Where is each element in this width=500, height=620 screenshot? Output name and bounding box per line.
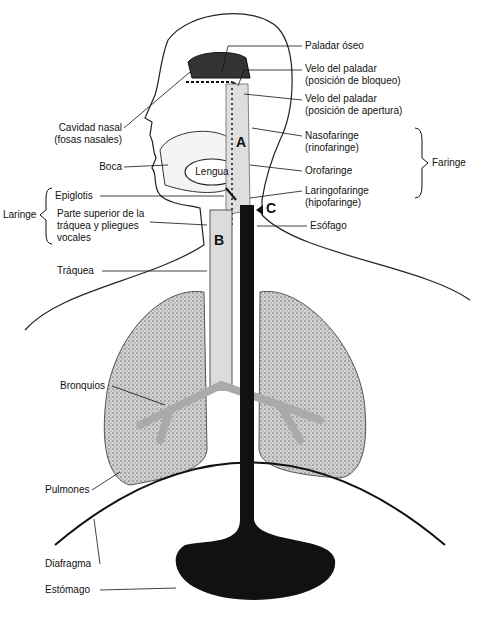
pharynx [226, 84, 250, 215]
esophagus [240, 205, 254, 525]
part-label: Parte superior de la tráquea y pliegues … [57, 208, 147, 244]
bronchi [140, 385, 320, 440]
part-label: Esófago [310, 220, 347, 232]
bracket [40, 188, 52, 244]
callout-letter: C [266, 200, 276, 216]
trachea [210, 210, 232, 390]
part-label: Pulmones [45, 484, 89, 496]
part-label: Tráquea [57, 265, 94, 277]
part-label: Orofaringe [305, 165, 352, 177]
part-label: Epiglotis [55, 190, 93, 202]
part-label: Paladar óseo [305, 40, 364, 52]
callout-letter: A [236, 134, 246, 150]
palate [186, 81, 232, 83]
part-label: Lengua [195, 166, 229, 178]
part-label: Velo del paladar (posición de bloqueo) [305, 63, 415, 87]
callout-letter: B [214, 232, 224, 248]
nasal-cavity [188, 52, 250, 78]
part-label: Cavidad nasal (fosas nasales) [47, 122, 122, 146]
group-label: Laringe [3, 209, 36, 221]
part-label: Diafragma [45, 558, 91, 570]
stomach [176, 520, 335, 600]
part-label: Boca [90, 161, 122, 173]
bracket [415, 128, 428, 198]
airflow-path [231, 88, 233, 225]
group-label: Faringe [432, 157, 466, 169]
part-label: Estómago [45, 584, 90, 596]
part-label: Bronquios [60, 380, 105, 392]
leader-lines [92, 46, 307, 590]
pointer-arrow [256, 205, 263, 215]
part-label: Nasofaringe (rinofaringe) [305, 130, 405, 154]
right-lung [259, 291, 366, 478]
epiglottis [226, 188, 236, 200]
part-label: Velo del paladar (posición de apertura) [305, 93, 415, 117]
part-label: Laringofaringe (hipofaringe) [305, 185, 415, 209]
left-lung [104, 291, 207, 485]
